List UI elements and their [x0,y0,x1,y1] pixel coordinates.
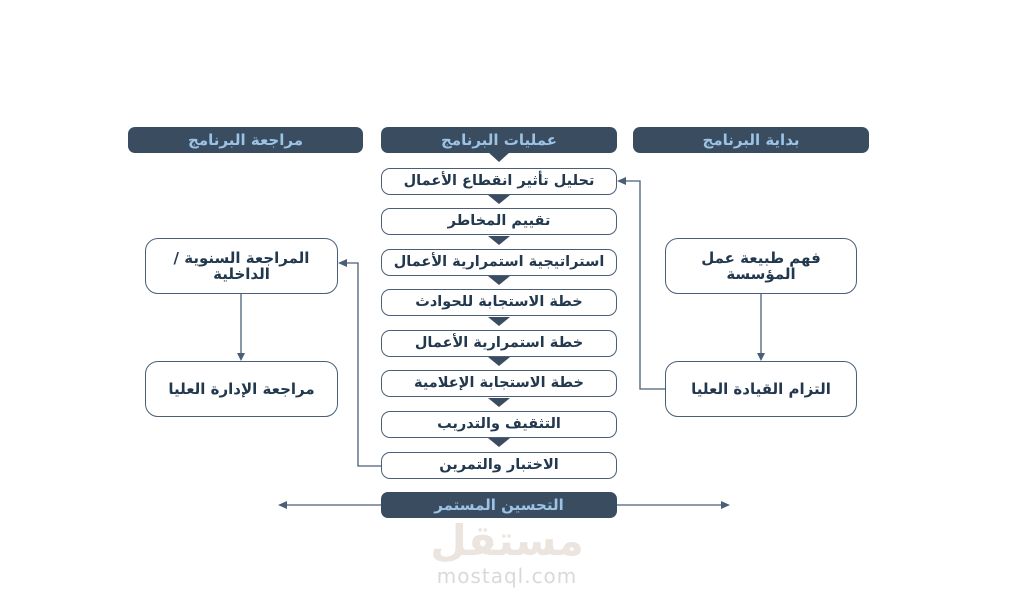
connector-commitment-to-bia [621,180,665,390]
arrowhead-into-annual-review [338,259,347,267]
step-testing-exercise: الاختبار والتمرين [381,452,617,479]
flow-triangle-3 [488,276,510,285]
header-program-operations: عمليات البرنامج [381,127,617,153]
step-education-training: التثقيف والتدريب [381,411,617,438]
flow-triangle-header [488,152,510,162]
flow-triangle-7 [488,438,510,447]
arrowhead-into-management-review [237,353,245,361]
box-annual-internal-review: المراجعة السنوية / الداخلية [145,238,338,294]
box-understand-organization: فهم طبيعة عمل المؤسسة [665,238,857,294]
step-media-response-plan: خطة الاستجابة الإعلامية [381,370,617,397]
flow-triangle-6 [488,398,510,407]
step-continuity-strategy: استراتيجية استمرارية الأعمال [381,249,617,276]
box-leadership-commitment: التزام القيادة العليا [665,361,857,417]
watermark-logo: مستقل [430,516,584,565]
flow-triangle-5 [488,357,510,366]
box-senior-management-review: مراجعة الإدارة العليا [145,361,338,417]
continuous-improvement-box: التحسين المستمر [381,492,617,518]
connector-testing-to-review [342,262,381,467]
step-risk-assessment: تقييم المخاطر [381,208,617,235]
arrowhead-improvement-right [721,501,730,509]
arrowhead-improvement-left [278,501,287,509]
flow-triangle-4 [488,317,510,326]
flow-triangle-2 [488,236,510,245]
step-business-impact-analysis: تحليل تأثير انقطاع الأعمال [381,168,617,195]
step-incident-response-plan: خطة الاستجابة للحوادث [381,289,617,316]
arrowhead-into-bia [617,177,626,185]
flow-triangle-1 [488,195,510,204]
header-program-start: بداية البرنامج [633,127,869,153]
arrowhead-into-commitment [757,353,765,361]
watermark: مستقل mostaql.com [397,516,617,589]
watermark-url: mostaql.com [436,564,578,588]
step-business-continuity-plan: خطة استمرارية الأعمال [381,330,617,357]
header-program-review: مراجعة البرنامج [128,127,363,153]
